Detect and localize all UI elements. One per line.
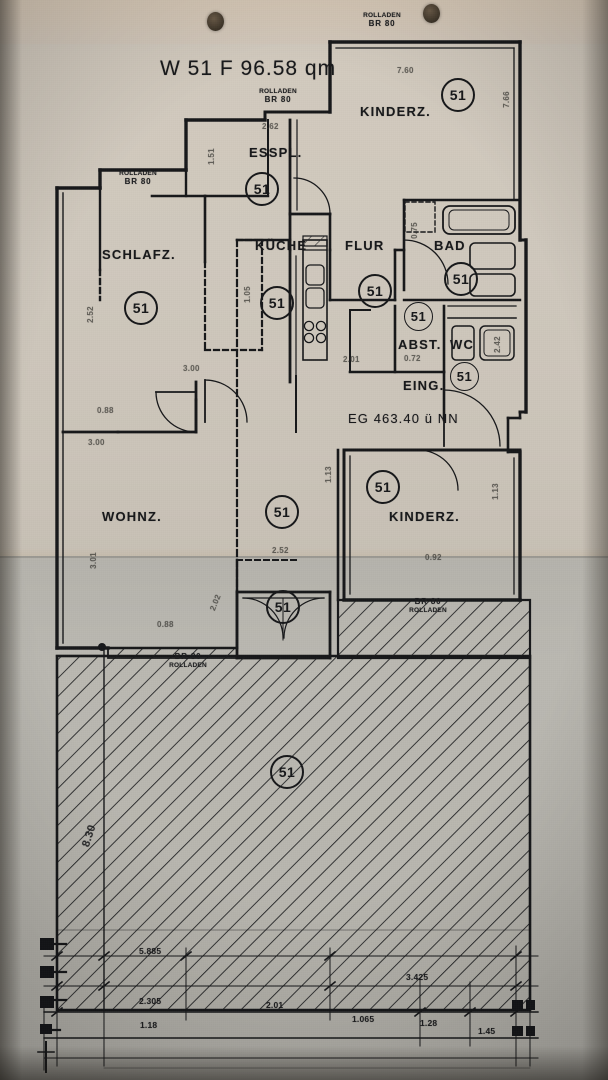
shutter-note-esspl: ROLLADEN BR 80 bbox=[248, 88, 308, 104]
dim-chain-3: 1.18 bbox=[140, 1020, 158, 1030]
page-title: W 51 F 96.58 qm bbox=[160, 57, 337, 80]
dim-schlafz-bottom: 3.00 bbox=[88, 438, 105, 447]
shutter-line-1: BR 80 bbox=[174, 652, 202, 661]
room-label-esspl: ESSPL. bbox=[249, 145, 303, 160]
room-label-kinderz-top: KINDERZ. bbox=[360, 104, 431, 119]
dim-wohnz-bottom: 0.88 bbox=[157, 620, 174, 629]
dim-schlafz-low: 0.88 bbox=[97, 406, 114, 415]
punch-mark-right bbox=[423, 4, 440, 23]
dim-chain-2: 2.305 bbox=[139, 996, 162, 1006]
dim-abst: 0.72 bbox=[404, 354, 421, 363]
dim-esspl-left: 1.51 bbox=[206, 148, 216, 165]
unit-tag-abst: 51 bbox=[404, 302, 433, 331]
dim-chain-1: 5.885 bbox=[139, 946, 162, 956]
unit-tag-eing: 51 bbox=[450, 362, 479, 391]
edge-shadow-left bbox=[0, 0, 22, 1080]
dim-wohnz-top: 2.52 bbox=[272, 546, 289, 555]
shutter-line-2: ROLLADEN bbox=[169, 661, 207, 669]
dim-wc-h: 2.42 bbox=[492, 336, 502, 353]
dim-kinderz-top-h: 7.66 bbox=[501, 91, 511, 108]
paper-fold-line bbox=[0, 556, 608, 558]
room-label-schlafz: SCHLAFZ. bbox=[102, 247, 176, 262]
room-label-bad: BAD bbox=[434, 238, 466, 253]
edge-shadow-bottom bbox=[0, 1046, 608, 1080]
shutter-line-1: ROLLADEN bbox=[119, 170, 157, 177]
unit-tag-wohnz: 51 bbox=[265, 495, 299, 529]
dim-bad-shaft: 0.75 bbox=[409, 222, 419, 239]
room-label-kueche: KÜCHE bbox=[255, 238, 308, 253]
unit-tag-flur: 51 bbox=[358, 274, 392, 308]
unit-tag-terrasse: 51 bbox=[270, 755, 304, 789]
dim-chain-5: 1.065 bbox=[352, 1014, 375, 1024]
unit-tag-kinderz-low: 51 bbox=[366, 470, 400, 504]
room-label-wohnz: WOHNZ. bbox=[102, 509, 162, 524]
edge-shadow-right bbox=[582, 0, 608, 1080]
dim-kinderz-low-h: 1.13 bbox=[490, 483, 500, 500]
dim-kueche-h: 1.05 bbox=[242, 286, 252, 303]
punch-mark-left bbox=[207, 12, 224, 31]
unit-tag-bad: 51 bbox=[444, 262, 478, 296]
corner-node-dot bbox=[98, 643, 106, 651]
unit-tag-esspl: 51 bbox=[245, 172, 279, 206]
shutter-line-1: ROLLADEN bbox=[259, 88, 297, 95]
shutter-line-1: BR 80 bbox=[414, 597, 442, 606]
dim-chain-7: 1.28 bbox=[420, 1018, 438, 1028]
dim-chain-4: 2.01 bbox=[266, 1000, 284, 1010]
dim-chain-8: 1.45 bbox=[478, 1026, 496, 1036]
shutter-line-2: BR 80 bbox=[124, 176, 152, 186]
unit-tag-kueche: 51 bbox=[260, 286, 294, 320]
paper-upper-half bbox=[0, 0, 608, 556]
shutter-line-2: BR 80 bbox=[264, 94, 292, 104]
dim-kinderz-top-w: 7.60 bbox=[397, 66, 414, 75]
shutter-line-2: BR 80 bbox=[368, 18, 396, 28]
unit-tag-kinderz-top: 51 bbox=[441, 78, 475, 112]
shutter-line-2: ROLLADEN bbox=[409, 606, 447, 614]
shutter-line-1: ROLLADEN bbox=[363, 12, 401, 19]
elevation-note: EG 463.40 ü NN bbox=[348, 411, 459, 426]
room-label-wc: WC bbox=[450, 337, 475, 352]
dim-schlafz-left: 2.52 bbox=[85, 306, 95, 323]
unit-tag-schlafz: 51 bbox=[124, 291, 158, 325]
paper-top-warm-band bbox=[0, 0, 608, 44]
dim-esspl-top: 2.62 bbox=[262, 122, 279, 131]
dim-kinderz-low-w: 0.92 bbox=[425, 553, 442, 562]
room-label-eing: EING. bbox=[403, 378, 445, 393]
paper-fold-shadow bbox=[0, 548, 608, 556]
dim-flur: 2.01 bbox=[343, 355, 360, 364]
dim-chain-6: 3.425 bbox=[406, 972, 429, 982]
room-label-abst: ABST. bbox=[398, 337, 442, 352]
dim-wohnz-left: 3.01 bbox=[88, 552, 98, 569]
dim-flur-h: 1.13 bbox=[323, 466, 333, 483]
shutter-note-schlafz: ROLLADEN BR 80 bbox=[108, 170, 168, 186]
room-label-kinderz-low: KINDERZ. bbox=[389, 509, 460, 524]
room-label-flur: FLUR bbox=[345, 238, 385, 253]
shutter-note-wohnz: BR 80 ROLLADEN bbox=[158, 653, 218, 669]
unit-tag-balkon: 51 bbox=[266, 590, 300, 624]
dim-kueche-left: 3.00 bbox=[183, 364, 200, 373]
shutter-note-kinderz: BR 80 ROLLADEN bbox=[398, 598, 458, 614]
shutter-note-top-right: ROLLADEN BR 80 bbox=[352, 12, 412, 28]
